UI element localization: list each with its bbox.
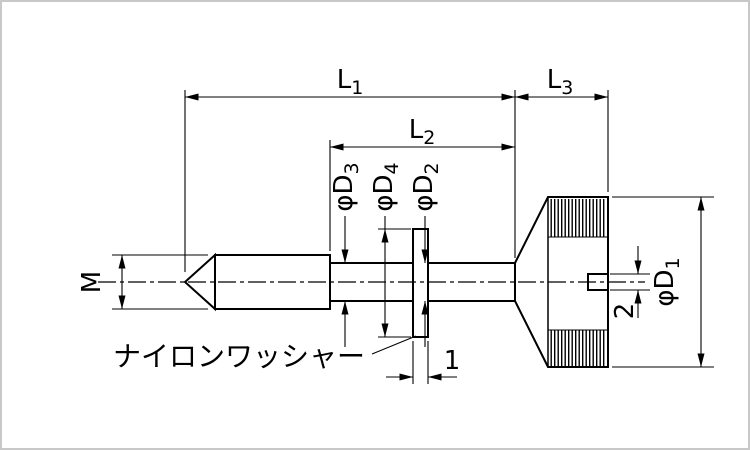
screw-body	[98, 196, 645, 368]
knurl-band-bottom	[550, 330, 606, 367]
knurl-band-top	[550, 199, 606, 237]
dim-label-phiD3: φD3	[329, 162, 363, 211]
dim-label-L3: L3	[547, 65, 574, 99]
nylon-washer	[412, 228, 429, 338]
dim-label-phiD4: φD4	[369, 162, 403, 211]
dim-label-L2: L2	[409, 115, 436, 149]
dim-label-M: M	[77, 271, 107, 293]
washer-leader-line	[371, 335, 417, 355]
dim-label-phiD2: φD2	[409, 162, 443, 211]
dim-label-L1: L1	[337, 65, 364, 99]
dim-label-slot-width: 2	[610, 303, 640, 320]
washer-label: ナイロンワッシャー	[113, 340, 365, 373]
dimension-labels: L1 L3 L2 M φD3 φD4 φD2 φD1 2 1 ナイロンワッシャー	[77, 65, 684, 376]
extension-lines	[112, 90, 714, 384]
dim-label-phiD1: φD1	[650, 257, 684, 306]
dim-label-washer-thickness: 1	[444, 346, 461, 376]
dimension-lines	[118, 93, 705, 381]
